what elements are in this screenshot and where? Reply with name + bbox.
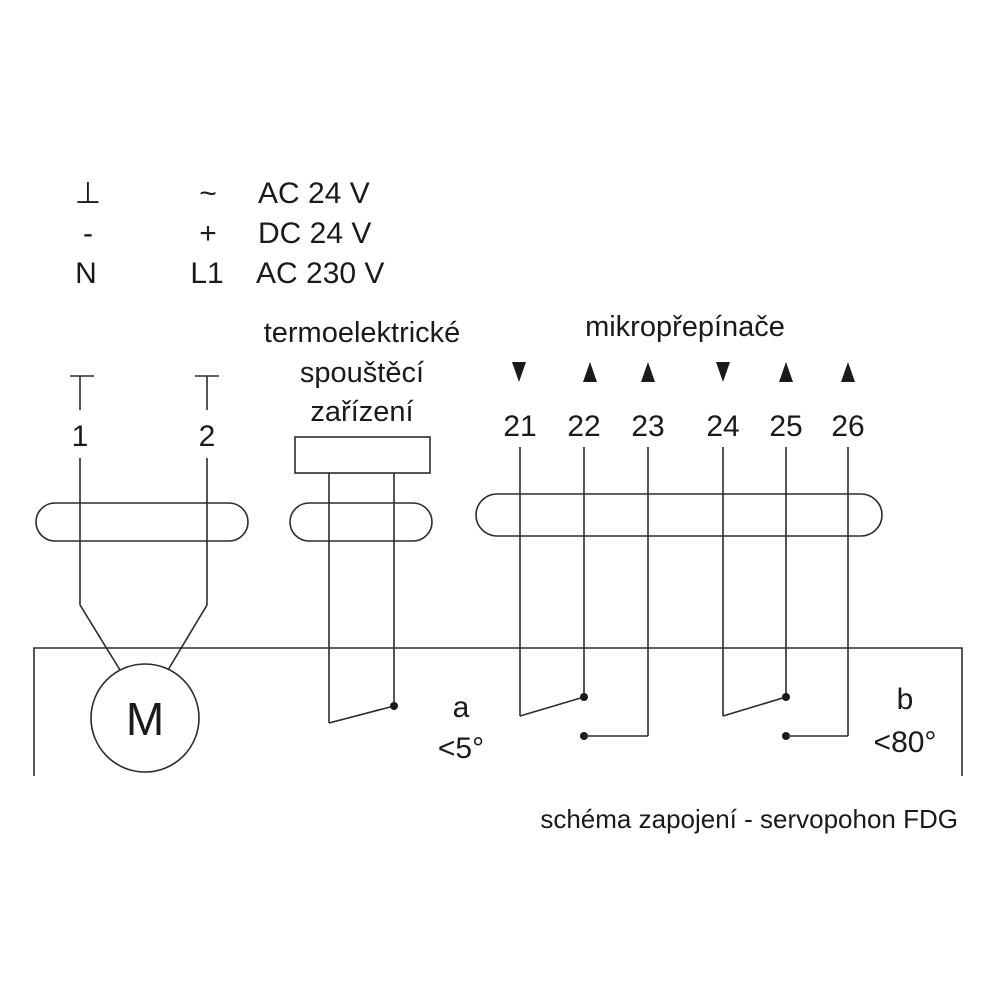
arrow-down-21 (512, 362, 526, 382)
power-terminals: 1 2 (35, 375, 249, 671)
terminal-26-label: 26 (831, 410, 864, 443)
switch-b-angle: <80° (874, 726, 937, 759)
thermo-actuator: termoelektrické spouštěcí zařízení (264, 317, 461, 724)
switch-a-blade (519, 696, 585, 717)
minus-symbol: - (83, 217, 93, 250)
arrow-down-24 (716, 362, 730, 382)
cable-sheath-microswitch (475, 493, 883, 537)
thermo-contact-dot (390, 702, 398, 710)
switch-a-label: a (453, 691, 470, 724)
motor-circle (90, 663, 200, 773)
terminal-1-label: 1 (72, 420, 89, 453)
thermo-switch-blade (328, 705, 395, 724)
motor: M (90, 663, 200, 773)
voltage-dc24: DC 24 V (258, 217, 371, 250)
thermo-label-line1: termoelektrické (264, 317, 461, 349)
voltage-ac24: AC 24 V (258, 177, 370, 210)
wire-1-to-motor (79, 604, 121, 671)
phase-label: L1 (190, 257, 223, 290)
terminal-24-label: 24 (706, 410, 739, 443)
terminal-23-label: 23 (631, 410, 664, 443)
thermo-element-box (294, 436, 431, 474)
thermo-label-line2: spouštěcí (300, 357, 424, 389)
voltage-ac230: AC 230 V (256, 257, 384, 290)
motor-label: M (126, 693, 164, 745)
diagram-caption: schéma zapojení - servopohon FDG (540, 804, 958, 834)
thermo-label-line3: zařízení (310, 396, 413, 428)
switch-a-angle: <5° (438, 732, 484, 765)
terminal-2-label: 2 (199, 420, 216, 453)
terminal-25-label: 25 (769, 410, 802, 443)
microswitches: mikropřepínače 21 22 23 24 25 26 (475, 311, 883, 740)
arrow-up-22 (583, 362, 597, 382)
terminal-22-label: 22 (567, 410, 600, 443)
plus-symbol: + (199, 217, 217, 250)
wire-2-to-motor (167, 604, 208, 671)
terminal-21-label: 21 (503, 410, 536, 443)
arrow-up-26 (841, 362, 855, 382)
microswitch-label: mikropřepínače (585, 311, 785, 343)
arrow-up-23 (641, 362, 655, 382)
actuator-housing (33, 647, 963, 776)
switch-b-blade (722, 696, 787, 717)
arrow-up-25 (779, 362, 793, 382)
ground-symbol: ⊥ (75, 177, 101, 210)
cable-sheath-thermo (289, 502, 433, 542)
switch-b-label: b (897, 683, 914, 716)
cable-sheath-power (35, 502, 249, 542)
ac-symbol: ~ (199, 177, 217, 210)
switch-b-contact-25 (782, 693, 790, 701)
supply-table: ⊥ ~ AC 24 V - + DC 24 V N L1 AC 230 V (75, 177, 384, 290)
switch-a-contact-22 (580, 693, 588, 701)
neutral-label: N (75, 257, 97, 290)
